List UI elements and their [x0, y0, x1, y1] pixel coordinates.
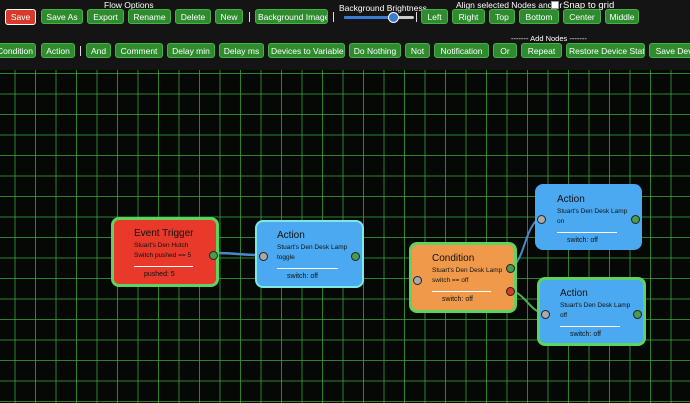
false-output-port[interactable] [506, 287, 515, 296]
toolbar-separator [333, 12, 334, 22]
output-port[interactable] [631, 215, 640, 224]
node-device-line: Stuart's Den Hutch [134, 242, 189, 249]
add-action-button[interactable]: Action [41, 43, 75, 58]
flow-options-label: Flow Options [104, 0, 154, 10]
output-port[interactable] [351, 252, 360, 261]
input-port[interactable] [537, 215, 546, 224]
add-comment-button[interactable]: Comment [115, 43, 163, 58]
node-command-line: off [560, 312, 568, 319]
node-condition-line: switch == off [432, 277, 469, 284]
input-port[interactable] [413, 276, 422, 285]
align-top-button[interactable]: Top [489, 9, 515, 24]
export-button[interactable]: Export [87, 9, 124, 24]
brightness-slider[interactable] [344, 12, 414, 23]
delete-button[interactable]: Delete [175, 9, 211, 24]
add-condition-button[interactable]: Condition [0, 43, 36, 58]
brightness-label: Background Brightness [339, 3, 427, 13]
add-nodes-label: ------- Add Nodes ------- [511, 34, 587, 43]
node-divider [557, 232, 617, 233]
node-device-line: Stuart's Den Desk Lamp [277, 244, 348, 251]
input-port[interactable] [541, 310, 550, 319]
background-image-button[interactable]: Background Image [255, 9, 328, 24]
node-command-line: toggle [277, 254, 295, 261]
add-restore-device-state-button[interactable]: Restore Device State [566, 43, 645, 58]
toolbar-separator [416, 12, 417, 22]
node-title: Condition [432, 253, 475, 264]
action-off-node[interactable]: Action Stuart's Den Desk Lamp off switch… [537, 277, 646, 346]
true-output-port[interactable] [506, 264, 515, 273]
node-status: pushed: 5 [144, 271, 175, 278]
output-port[interactable] [633, 310, 642, 319]
node-title: Action [277, 230, 305, 241]
node-condition-line: Switch pushed == 5 [134, 252, 192, 259]
add-not-button[interactable]: Not [405, 43, 430, 58]
node-status: switch: off [287, 273, 318, 280]
event-trigger-node[interactable]: Event Trigger Stuart's Den Hutch Switch … [111, 217, 219, 287]
node-divider [432, 291, 492, 292]
node-title: Action [557, 194, 585, 205]
node-status: switch: off [442, 296, 473, 303]
add-do-nothing-button[interactable]: Do Nothing [349, 43, 401, 58]
new-button[interactable]: New [215, 9, 243, 24]
add-and-button[interactable]: And [86, 43, 111, 58]
snap-to-grid-checkbox[interactable] [551, 1, 559, 9]
node-title: Event Trigger [134, 228, 194, 239]
save-button[interactable]: Save [5, 9, 36, 25]
toolbar: Flow Options Background Brightness Align… [0, 0, 690, 70]
toolbar-separator [249, 12, 250, 22]
node-command-line: on [557, 218, 565, 225]
action-toggle-node[interactable]: Action Stuart's Den Desk Lamp toggle swi… [255, 220, 364, 288]
rename-button[interactable]: Rename [128, 9, 171, 24]
output-port[interactable] [209, 251, 218, 260]
align-bottom-button[interactable]: Bottom [519, 9, 559, 24]
action-on-node[interactable]: Action Stuart's Den Desk Lamp on switch:… [535, 184, 642, 250]
input-port[interactable] [259, 252, 268, 261]
add-save-device-button[interactable]: Save Dev [649, 43, 690, 58]
align-label: Align selected Nodes and/or [456, 0, 563, 10]
node-divider [277, 268, 339, 269]
add-repeat-button[interactable]: Repeat [521, 43, 562, 58]
brightness-slider-fill [344, 16, 393, 19]
add-delay-ms-button[interactable]: Delay ms [219, 43, 264, 58]
brightness-slider-thumb[interactable] [388, 12, 399, 23]
align-right-button[interactable]: Right [452, 9, 485, 24]
add-delay-min-button[interactable]: Delay min [167, 43, 215, 58]
snap-to-grid-label: Snap to grid [563, 0, 615, 11]
toolbar-separator [80, 46, 81, 56]
condition-node[interactable]: Condition Stuart's Den Desk Lamp switch … [409, 242, 517, 313]
add-notification-button[interactable]: Notification [434, 43, 489, 58]
align-middle-button[interactable]: Middle [605, 9, 639, 24]
node-divider [560, 326, 620, 327]
align-left-button[interactable]: Left [421, 9, 448, 24]
add-devices-to-variable-button[interactable]: Devices to Variable [268, 43, 345, 58]
node-title: Action [560, 288, 588, 299]
node-device-line: Stuart's Den Desk Lamp [560, 302, 631, 309]
add-or-button[interactable]: Or [493, 43, 517, 58]
node-status: switch: off [570, 331, 601, 338]
node-divider [134, 266, 194, 267]
node-device-line: Stuart's Den Desk Lamp [557, 208, 628, 215]
node-status: switch: off [567, 237, 598, 244]
save-as-button[interactable]: Save As [41, 9, 83, 24]
node-device-line: Stuart's Den Desk Lamp [432, 267, 503, 274]
align-center-button[interactable]: Center [563, 9, 601, 24]
